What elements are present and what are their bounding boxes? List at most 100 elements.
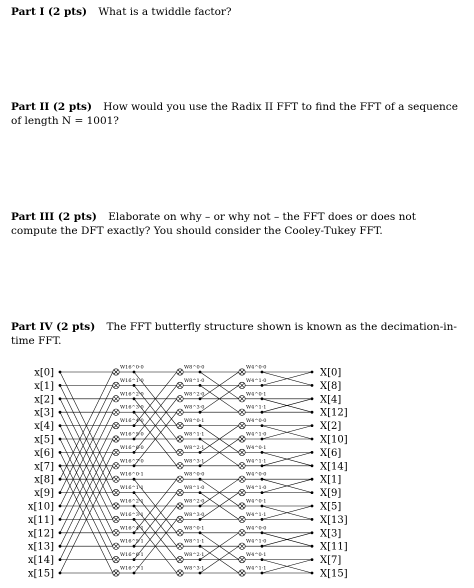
stage2-node: [198, 437, 202, 441]
output-label: X[12]: [320, 408, 348, 419]
multiplier-node: [238, 515, 246, 523]
twiddle-factor-label: W16^6·1: [120, 551, 144, 558]
multiplier-node: [238, 462, 246, 470]
twiddle-factor-label: W8^2·0: [184, 390, 204, 397]
stage3-node: [260, 571, 264, 575]
input-label: x[4]: [34, 421, 54, 432]
twiddle-factor-label: W4^1·1: [246, 457, 266, 464]
input-node: [58, 384, 62, 387]
stage1-node: [132, 558, 136, 561]
multiplier-node: [176, 529, 184, 537]
stage2-node: [198, 558, 202, 561]
input-label: x[12]: [28, 528, 54, 539]
stage2-node: [198, 477, 202, 481]
output-node: [310, 370, 314, 374]
stage3-cross: [199, 478, 239, 507]
input-node: [58, 558, 62, 561]
twiddle-factor-label: W4^0·0: [246, 364, 266, 371]
multiplier-node: [176, 569, 184, 577]
input-label: x[13]: [28, 542, 54, 553]
multiplier-node: [176, 515, 184, 523]
stage1-cross: [59, 398, 114, 507]
twiddle-factor-label: W8^2·1: [184, 551, 204, 558]
output-node: [310, 504, 314, 508]
multiplier-node: [112, 542, 120, 550]
twiddle-factor-label: W4^1·0: [246, 431, 266, 438]
multiplier-node: [176, 408, 184, 416]
stage3-cross: [199, 492, 239, 520]
stage3-node: [260, 424, 264, 427]
stage1-cross: [59, 452, 114, 560]
twiddle-factor-label: W4^0·0: [246, 524, 266, 531]
stage3-cross: [199, 545, 239, 574]
stage1-node: [132, 571, 136, 575]
twiddle-factor-label: W8^3·1: [184, 565, 204, 572]
stage2-node: [198, 451, 202, 454]
stage3-node: [260, 558, 264, 561]
stage2-node: [198, 384, 202, 387]
output-node: [310, 464, 314, 468]
multiplier-node: [112, 408, 120, 416]
stage1-cross: [59, 385, 114, 493]
input-label: x[3]: [34, 408, 54, 419]
input-label: x[6]: [34, 448, 54, 459]
stage1-node: [132, 531, 136, 535]
output-label: X[15]: [320, 569, 348, 580]
input-node: [58, 424, 62, 427]
multiplier-node: [238, 489, 246, 497]
output-node: [310, 571, 314, 575]
multiplier-node: [238, 529, 246, 537]
twiddle-factor-label: W4^1·0: [246, 538, 266, 545]
twiddle-factor-label: W8^1·0: [184, 484, 204, 491]
input-node: [58, 477, 62, 481]
output-node: [310, 531, 314, 535]
twiddle-factor-label: W16^3·0: [120, 404, 144, 411]
output-node: [310, 410, 314, 414]
multiplier-node: [176, 368, 184, 376]
output-node: [310, 518, 314, 521]
part-heading: Part I (2 pts): [11, 6, 88, 18]
twiddle-factor-label: W16^5·1: [120, 538, 144, 545]
stage2-node: [198, 397, 202, 401]
stage3-node: [260, 370, 264, 374]
multiplier-node: [176, 422, 184, 430]
twiddle-factor-label: W8^1·0: [184, 377, 204, 384]
multiplier-node: [238, 422, 246, 430]
twiddle-factor-label: W8^3·0: [184, 404, 204, 411]
multiplier-node: [238, 395, 246, 403]
output-label: X[13]: [320, 515, 348, 526]
multiplier-node: [112, 448, 120, 456]
input-node: [58, 410, 62, 414]
twiddle-factor-label: W16^0·1: [120, 471, 144, 478]
stage3-node: [260, 464, 264, 468]
stage4-cross: [261, 371, 313, 386]
stage3-node: [260, 531, 264, 535]
stage4-cross: [261, 559, 313, 574]
input-label: x[11]: [28, 515, 54, 526]
input-node: [58, 370, 62, 374]
twiddle-factor-label: W4^1·0: [246, 484, 266, 491]
multiplier-node: [112, 381, 120, 389]
input-node: [58, 437, 62, 441]
twiddle-factor-label: W8^2·0: [184, 498, 204, 505]
twiddle-factor-label: W16^1·0: [120, 377, 144, 384]
twiddle-factor-label: W16^0·0: [120, 364, 144, 371]
stage3-node: [260, 491, 264, 494]
stage2-node: [198, 410, 202, 414]
input-node: [58, 531, 62, 535]
stage3-node: [260, 504, 264, 508]
output-label: X[9]: [320, 488, 341, 499]
twiddle-factor-label: W16^4·1: [120, 524, 144, 531]
multiplier-node: [238, 381, 246, 389]
part-heading: Part III (2 pts): [11, 211, 97, 223]
multiplier-node: [238, 435, 246, 443]
twiddle-factor-label: W16^1·1: [120, 484, 144, 491]
stage2-cross: [133, 398, 178, 453]
input-node: [58, 491, 62, 494]
multiplier-node: [112, 502, 120, 510]
multiplier-node: [176, 556, 184, 564]
output-node: [310, 477, 314, 481]
stage2-cross: [133, 385, 178, 440]
stage1-cross: [59, 465, 114, 574]
